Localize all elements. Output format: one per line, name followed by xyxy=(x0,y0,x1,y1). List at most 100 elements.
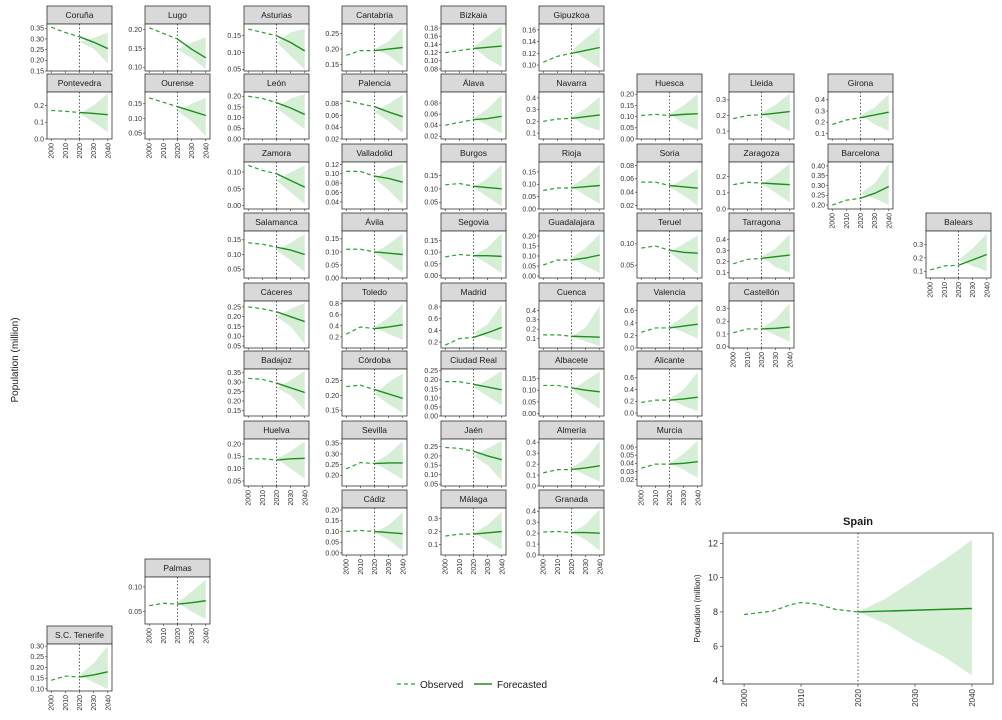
forecasted-series-line xyxy=(571,184,600,189)
y-tick-label: 0.25 xyxy=(424,444,438,451)
y-tick-label: 0.0 xyxy=(624,345,634,352)
y-tick-label: 0.10 xyxy=(522,182,536,189)
y-tick-label: 0.25 xyxy=(325,462,339,469)
y-tick-label: 0.10 xyxy=(424,472,438,479)
y-tick-label: 0.05 xyxy=(128,131,142,138)
forecasted-series-line xyxy=(276,382,305,394)
y-tick-label: 0.35 xyxy=(811,173,825,180)
y-tick-label: 0.10 xyxy=(227,115,241,122)
y-tick-label: 0.15 xyxy=(30,676,44,683)
y-tick-label: 0.05 xyxy=(227,343,241,350)
y-tick-label: 0.1 xyxy=(526,541,536,548)
x-tick-label: 2000 xyxy=(639,490,646,506)
observed-series-line xyxy=(832,117,861,126)
x-tick-label: 2040 xyxy=(203,143,210,159)
y-tick-label: 0.3 xyxy=(716,97,726,104)
y-tick-label: 0.6 xyxy=(428,316,438,323)
y-tick-label: 0.30 xyxy=(30,36,44,43)
spain-y-axis-label: Population (million) xyxy=(693,574,702,642)
y-tick-label: 0.12 xyxy=(424,50,438,57)
observed-series-line xyxy=(248,458,277,461)
y-tick-label: 0.25 xyxy=(424,368,438,375)
y-tick-label: 0.10 xyxy=(227,466,241,473)
forecasted-series-line xyxy=(761,254,790,260)
forecast-interval-band xyxy=(276,302,305,345)
forecasted-series-line xyxy=(374,106,403,118)
panel-title: Ávila xyxy=(365,217,384,227)
spain-y-tick-label: 12 xyxy=(708,538,718,548)
panel-title: Almería xyxy=(557,425,587,435)
forecasted-series-line xyxy=(669,396,698,401)
y-tick-label: 0.4 xyxy=(526,308,536,315)
y-tick-label: 0.00 xyxy=(522,206,536,213)
y-tick-label: 0.3 xyxy=(716,306,726,313)
x-tick-label: 2040 xyxy=(984,282,991,298)
forecast-interval-band xyxy=(669,440,698,478)
y-tick-label: 0.05 xyxy=(227,67,241,74)
y-tick-label: 0.15 xyxy=(128,46,142,53)
y-tick-label: 0.04 xyxy=(325,125,339,132)
y-tick-label: 0.15 xyxy=(424,173,438,180)
y-tick-label: 0.20 xyxy=(325,473,339,480)
y-tick-label: 0.25 xyxy=(325,31,339,38)
panel-title: Guadalajara xyxy=(548,217,595,227)
panel-title: Granada xyxy=(555,494,588,504)
y-tick-label: 0.0 xyxy=(716,344,726,351)
observed-series-line xyxy=(149,602,178,607)
panel-title: Asturias xyxy=(261,10,292,20)
spain-x-tick-label: 2000 xyxy=(740,688,749,706)
y-tick-label: 0.14 xyxy=(522,39,536,46)
panel-title: Gipuzkoa xyxy=(554,10,590,20)
panel-title: Castellón xyxy=(744,287,780,297)
observed-series-line xyxy=(149,27,178,40)
x-tick-label: 2010 xyxy=(161,143,168,159)
legend-forecasted-label: Forecasted xyxy=(497,680,547,691)
x-tick-label: 2000 xyxy=(49,143,56,159)
y-tick-label: 0.25 xyxy=(325,378,339,385)
panel-title: Murcia xyxy=(657,425,683,435)
y-tick-label: 0.25 xyxy=(30,47,44,54)
forecast-interval-band xyxy=(473,440,502,481)
forecast-interval-band xyxy=(860,163,889,206)
y-tick-label: 0.3 xyxy=(913,242,923,249)
y-tick-label: 0.4 xyxy=(526,440,536,447)
observed-series-line xyxy=(641,327,670,333)
y-tick-label: 0.00 xyxy=(620,136,634,143)
panel-title: Lugo xyxy=(168,10,187,20)
y-tick-label: 0.35 xyxy=(325,441,339,448)
y-tick-label: 0.00 xyxy=(522,411,536,418)
x-tick-label: 2000 xyxy=(443,559,450,575)
observed-series-line xyxy=(543,530,572,534)
forecast-interval-band xyxy=(860,94,889,132)
x-tick-label: 2030 xyxy=(288,490,295,506)
panel-title: León xyxy=(267,78,286,88)
y-tick-label: 0.15 xyxy=(227,324,241,331)
y-tick-label: 0.30 xyxy=(325,451,339,458)
panel-title: Toledo xyxy=(362,287,387,297)
observed-series-line xyxy=(345,461,375,470)
y-tick-label: 0.08 xyxy=(325,101,339,108)
forecasted-series-line xyxy=(276,246,305,256)
y-tick-label: 0.8 xyxy=(428,304,438,311)
y-tick-label: 0.16 xyxy=(424,34,438,41)
panel-title: Salamanca xyxy=(255,217,298,227)
panel-title: Zamora xyxy=(262,148,292,158)
y-tick-label: 0.03 xyxy=(620,469,634,476)
forecast-interval-band xyxy=(79,32,108,64)
forecast-interval-band xyxy=(669,235,698,274)
panel-title: Teruel xyxy=(658,217,681,227)
observed-series-line xyxy=(346,100,375,108)
y-tick-label: 0.25 xyxy=(227,389,241,396)
observed-series-line xyxy=(248,28,277,37)
panel-title: Palencia xyxy=(358,78,391,88)
